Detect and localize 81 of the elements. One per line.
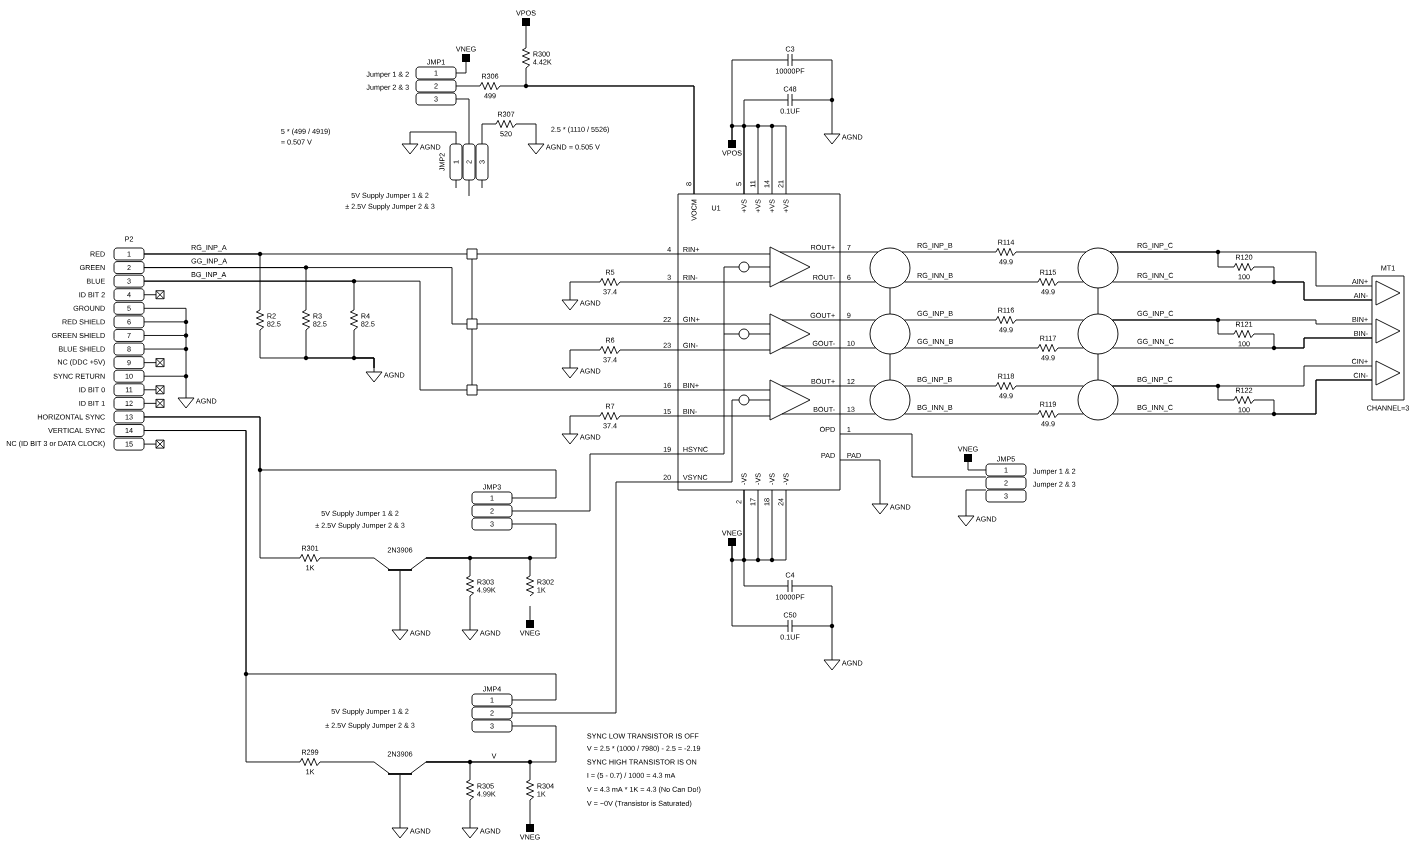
- wire: [1111, 383, 1235, 401]
- wire: [409, 131, 457, 145]
- wire: [511, 453, 679, 512]
- wire: [903, 413, 1039, 415]
- wire: [903, 319, 997, 321]
- wire: [1111, 317, 1235, 335]
- wire: [839, 433, 987, 478]
- wire: [901, 251, 997, 253]
- wire: [731, 545, 789, 627]
- wire: [455, 61, 467, 74]
- wire: [791, 99, 833, 101]
- wire: [529, 605, 531, 621]
- wire: [743, 99, 789, 195]
- wire: [1015, 385, 1085, 387]
- wire: [569, 281, 601, 297]
- wire: [729, 489, 787, 563]
- wire: [455, 85, 481, 87]
- wire: [569, 415, 601, 431]
- transformer-circle: [869, 247, 911, 289]
- wire: [619, 415, 679, 417]
- wire: [1057, 413, 1085, 415]
- wire: [903, 281, 1039, 283]
- wire: [839, 347, 877, 349]
- wire: [839, 413, 877, 415]
- wire: [791, 585, 835, 657]
- wire: [499, 85, 695, 195]
- wire: [1109, 249, 1235, 268]
- transformer-circle: [869, 313, 911, 355]
- wire: [319, 557, 375, 559]
- wire: [839, 251, 879, 253]
- wire: [619, 349, 679, 351]
- wire: [1015, 251, 1087, 253]
- wire: [143, 416, 301, 559]
- wire: [1015, 319, 1085, 321]
- wire: [143, 253, 261, 311]
- wire: [967, 461, 987, 471]
- wire: [569, 349, 601, 365]
- wire: [1097, 287, 1099, 315]
- wire: [1097, 353, 1099, 381]
- wire: [839, 459, 881, 501]
- wire: [143, 280, 355, 311]
- wire: [619, 281, 679, 283]
- wire: [351, 329, 375, 369]
- wire: [525, 25, 527, 49]
- transformer-circle: [1077, 313, 1119, 355]
- wire: [515, 123, 537, 141]
- transformer-circle: [1077, 247, 1119, 289]
- transformer-circle: [869, 379, 911, 421]
- wire: [839, 319, 877, 321]
- wire: [889, 353, 891, 381]
- wire: [903, 347, 1039, 349]
- wire: [455, 98, 470, 145]
- wire: [1253, 266, 1373, 301]
- wire: [1253, 379, 1373, 417]
- wire: [143, 430, 301, 763]
- wire: [399, 774, 401, 825]
- wire: [143, 307, 189, 395]
- wire: [469, 595, 471, 627]
- wire: [319, 761, 375, 763]
- wire: [143, 267, 307, 311]
- wire: [481, 123, 497, 145]
- wire: [1057, 347, 1085, 349]
- wire: [425, 555, 533, 577]
- wire: [791, 59, 835, 131]
- wire: [731, 123, 787, 195]
- wire: [425, 759, 533, 781]
- wire: [469, 799, 471, 825]
- wire: [399, 570, 401, 627]
- wire: [889, 287, 891, 315]
- transformer-circle: [1077, 379, 1119, 421]
- wire: [791, 625, 833, 627]
- wire: [839, 281, 877, 283]
- wire: [529, 799, 531, 825]
- wire: [1057, 281, 1085, 283]
- wire: [965, 489, 987, 513]
- wire: [1253, 333, 1373, 351]
- wire: [903, 385, 997, 387]
- wire: [511, 481, 679, 714]
- wire: [729, 59, 789, 141]
- wire: [839, 385, 877, 387]
- wire: [743, 489, 789, 587]
